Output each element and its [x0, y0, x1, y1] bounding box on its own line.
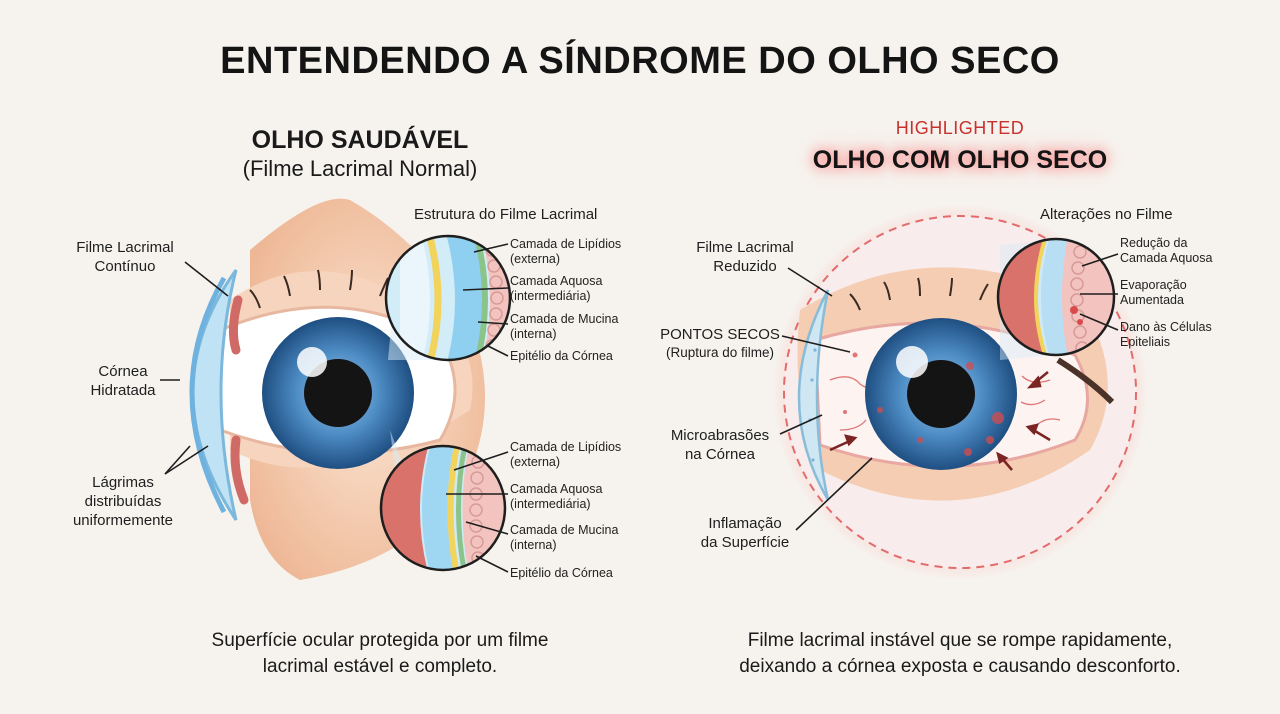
layer-aqueous-top: Camada Aquosa (intermediária)	[510, 274, 603, 303]
change-aqueous-reduction: Redução da Camada Aquosa	[1120, 236, 1213, 265]
healthy-pupil	[304, 359, 372, 427]
dry-tear-zoom	[998, 239, 1114, 355]
label-microabrasions: Microabrasões na Córnea	[670, 427, 770, 463]
layer-lipid-top: Camada de Lipídios (externa)	[510, 237, 622, 266]
label-dry-spots: PONTOS SECOS	[660, 326, 780, 343]
main-title: ENTENDENDO A SÍNDROME DO OLHO SECO	[220, 40, 1060, 82]
label-hydrated-cornea: Córnea Hidratada	[90, 363, 156, 399]
highlight-tag: HIGHLIGHTED	[895, 118, 1025, 138]
film-changes-title: Alterações no Filme	[1040, 206, 1173, 223]
label-dry-spots-sub: (Ruptura do filme)	[665, 345, 775, 360]
layer-aqueous-bottom: Camada Aquosa (intermediária)	[510, 482, 603, 511]
dry-eye-heading: OLHO COM OLHO SECO	[812, 146, 1108, 174]
label-reduced-film: Filme Lacrimal Reduzido	[696, 239, 794, 275]
healthy-eye-drawing	[160, 198, 512, 581]
healthy-tear-zoom-top	[386, 236, 510, 360]
layer-lipid-bottom: Camada de Lipídios (externa)	[510, 440, 622, 469]
label-continuous-film: Filme Lacrimal Contínuo	[76, 239, 174, 275]
dry-eye-caption: Filme lacrimal instável que se rompe rap…	[739, 630, 1181, 677]
dry-spots	[843, 352, 1004, 456]
healthy-eye-subheading: (Filme Lacrimal Normal)	[242, 156, 478, 181]
tear-structure-title: Estrutura do Filme Lacrimal	[414, 206, 598, 223]
layer-epithelium-bottom: Epitélio da Córnea	[510, 566, 613, 580]
healthy-eye-heading: OLHO SAUDÁVEL	[251, 126, 469, 154]
label-tears-distributed: Lágrimas distribuídas uniformemente	[72, 474, 174, 529]
change-cell-damage: Dano às Células Epiteliais	[1120, 320, 1212, 349]
change-evaporation: Evaporação Aumentada	[1120, 278, 1187, 307]
dry-eye-pupil	[907, 360, 975, 428]
layer-epithelium-top: Epitélio da Córnea	[510, 349, 613, 363]
healthy-caption: Superfície ocular protegida por um filme…	[211, 630, 549, 677]
dry-eye-drawing	[772, 204, 1148, 580]
layer-mucin-top: Camada de Mucina (interna)	[510, 312, 619, 341]
label-inflammation: Inflamação da Superfície	[700, 515, 790, 551]
layer-mucin-bottom: Camada de Mucina (interna)	[510, 523, 619, 552]
